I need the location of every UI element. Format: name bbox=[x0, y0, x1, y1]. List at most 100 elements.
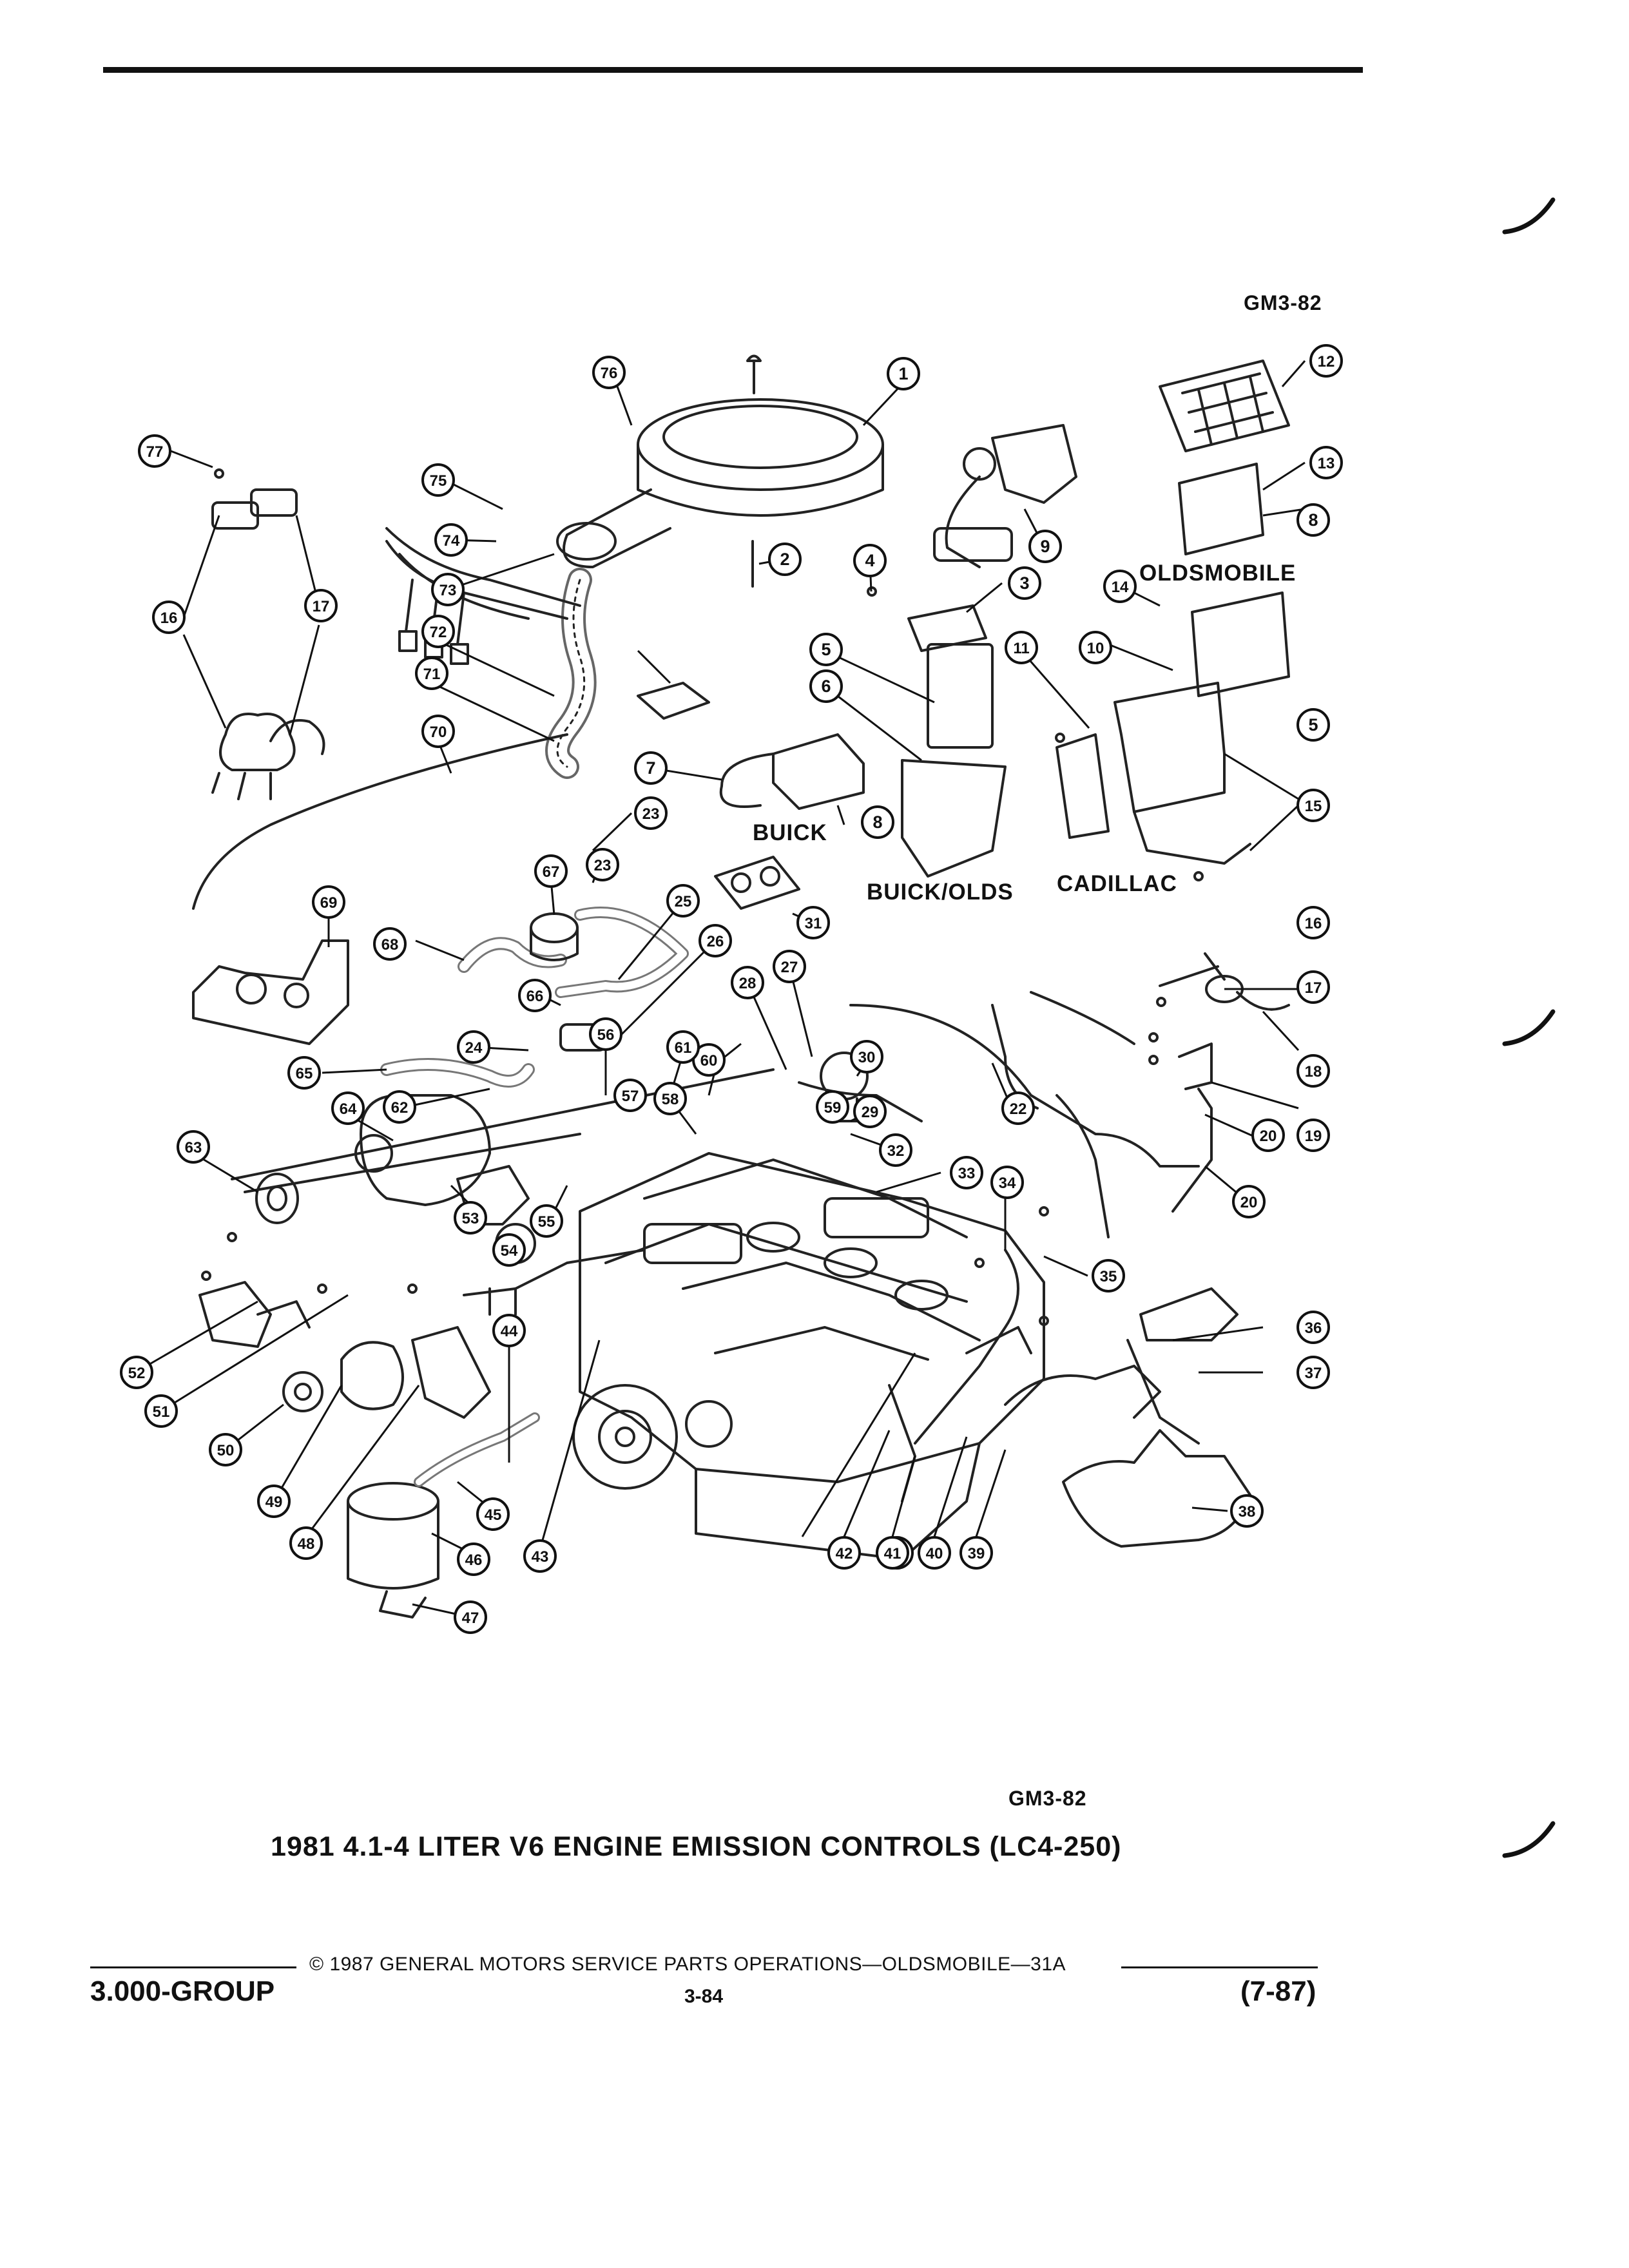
callout-17: 17 bbox=[304, 589, 338, 622]
callout-67: 67 bbox=[534, 854, 568, 888]
group-number: 3.000-GROUP bbox=[90, 1975, 275, 2007]
callout-circle bbox=[853, 544, 887, 577]
callout-number: 68 bbox=[381, 936, 399, 954]
callout-17: 17 bbox=[1296, 970, 1330, 1004]
callout-65: 65 bbox=[287, 1056, 321, 1090]
callout-42: 42 bbox=[827, 1536, 861, 1570]
callout-4: 4 bbox=[853, 544, 887, 577]
callout-51: 51 bbox=[144, 1394, 178, 1428]
callout-5: 5 bbox=[809, 633, 843, 666]
callout-number: 13 bbox=[1318, 455, 1335, 472]
callout-number: 31 bbox=[805, 915, 822, 932]
callout-71: 71 bbox=[415, 657, 448, 690]
callout-73: 73 bbox=[431, 573, 465, 606]
callout-circle bbox=[887, 357, 920, 390]
callout-circle bbox=[666, 1030, 700, 1064]
callout-number: 58 bbox=[662, 1091, 679, 1108]
callout-32: 32 bbox=[879, 1133, 912, 1167]
callout-number: 67 bbox=[543, 863, 560, 881]
callout-circle bbox=[383, 1090, 416, 1124]
callout-number: 69 bbox=[320, 894, 338, 912]
callout-number: 61 bbox=[675, 1039, 692, 1057]
pump-pulley bbox=[255, 1173, 299, 1224]
callout-number: 23 bbox=[594, 857, 612, 874]
callout-number: 4 bbox=[865, 551, 874, 570]
callout-number: 16 bbox=[1305, 915, 1322, 932]
callout-number: 20 bbox=[1260, 1128, 1277, 1145]
callout-number: 11 bbox=[1013, 640, 1029, 657]
callout-72: 72 bbox=[421, 615, 455, 648]
callout-24: 24 bbox=[457, 1030, 490, 1064]
callout-circle bbox=[816, 1090, 849, 1124]
callout-2: 2 bbox=[768, 543, 802, 576]
callout-number: 72 bbox=[430, 624, 447, 641]
solenoid-upper-right bbox=[250, 488, 298, 517]
page-number: 3-84 bbox=[684, 1986, 724, 2007]
callout-20: 20 bbox=[1251, 1119, 1285, 1152]
callout-circle bbox=[534, 854, 568, 888]
callout-64: 64 bbox=[331, 1091, 365, 1125]
callout-circle bbox=[530, 1204, 563, 1238]
callout-number: 5 bbox=[821, 640, 831, 659]
vapor-canister bbox=[347, 1482, 439, 1619]
callout-number: 52 bbox=[128, 1365, 146, 1382]
callout-number: 55 bbox=[538, 1213, 555, 1231]
callout-20: 20 bbox=[1232, 1185, 1266, 1218]
callout-63: 63 bbox=[177, 1130, 210, 1164]
callout-circle bbox=[586, 848, 619, 881]
callout-12: 12 bbox=[1309, 344, 1343, 378]
callout-number: 66 bbox=[526, 988, 544, 1005]
callout-circle bbox=[257, 1485, 291, 1518]
callout-36: 36 bbox=[1296, 1311, 1330, 1344]
binding-mark bbox=[1502, 197, 1556, 235]
callout-55: 55 bbox=[530, 1204, 563, 1238]
callout-48: 48 bbox=[289, 1526, 323, 1560]
callout-number: 47 bbox=[462, 1610, 479, 1627]
callout-number: 8 bbox=[1308, 510, 1318, 530]
callout-46: 46 bbox=[457, 1542, 490, 1576]
callout-number: 36 bbox=[1305, 1320, 1322, 1337]
callout-number: 53 bbox=[462, 1210, 479, 1227]
top-rule bbox=[103, 67, 1363, 73]
callout-37: 37 bbox=[1296, 1356, 1330, 1389]
callout-3: 3 bbox=[1008, 566, 1041, 600]
callout-28: 28 bbox=[731, 966, 764, 999]
callout-circle bbox=[634, 796, 668, 830]
callout-16: 16 bbox=[1296, 906, 1330, 939]
callout-number: 48 bbox=[298, 1535, 315, 1553]
callout-circle bbox=[1309, 344, 1343, 378]
callout-circle bbox=[589, 1017, 622, 1051]
callout-number: 46 bbox=[465, 1552, 483, 1569]
callout-18: 18 bbox=[1296, 1054, 1330, 1088]
callout-circle bbox=[1008, 566, 1041, 600]
callout-number: 64 bbox=[340, 1100, 357, 1118]
callout-circle bbox=[699, 924, 732, 957]
callout-circle bbox=[415, 657, 448, 690]
engine-block bbox=[572, 1152, 1045, 1561]
callout-circle bbox=[853, 1095, 887, 1128]
callout-circle bbox=[120, 1356, 153, 1389]
callout-number: 20 bbox=[1240, 1194, 1258, 1211]
callout-34: 34 bbox=[990, 1166, 1024, 1199]
callout-69: 69 bbox=[312, 885, 345, 919]
callout-number: 24 bbox=[465, 1039, 483, 1057]
callout-15: 15 bbox=[1296, 789, 1330, 822]
callout-number: 10 bbox=[1087, 640, 1104, 657]
callout-26: 26 bbox=[699, 924, 732, 957]
callout-circle bbox=[1296, 1311, 1330, 1344]
label-oldsmobile: OLDSMOBILE bbox=[1139, 561, 1296, 586]
callout-number: 32 bbox=[887, 1142, 905, 1160]
callout-number: 71 bbox=[423, 666, 441, 683]
callout-circle bbox=[454, 1600, 487, 1634]
callout-57: 57 bbox=[613, 1079, 647, 1112]
callout-circle bbox=[331, 1091, 365, 1125]
callout-56: 56 bbox=[589, 1017, 622, 1051]
callout-circle bbox=[1309, 446, 1343, 479]
callout-number: 74 bbox=[443, 532, 460, 550]
callout-11: 11 bbox=[1005, 631, 1038, 664]
callout-circle bbox=[796, 906, 830, 939]
callout-number: 18 bbox=[1305, 1063, 1322, 1081]
callout-number: 15 bbox=[1305, 798, 1322, 815]
callout-54: 54 bbox=[492, 1233, 526, 1267]
label-buick: BUICK bbox=[753, 820, 827, 845]
